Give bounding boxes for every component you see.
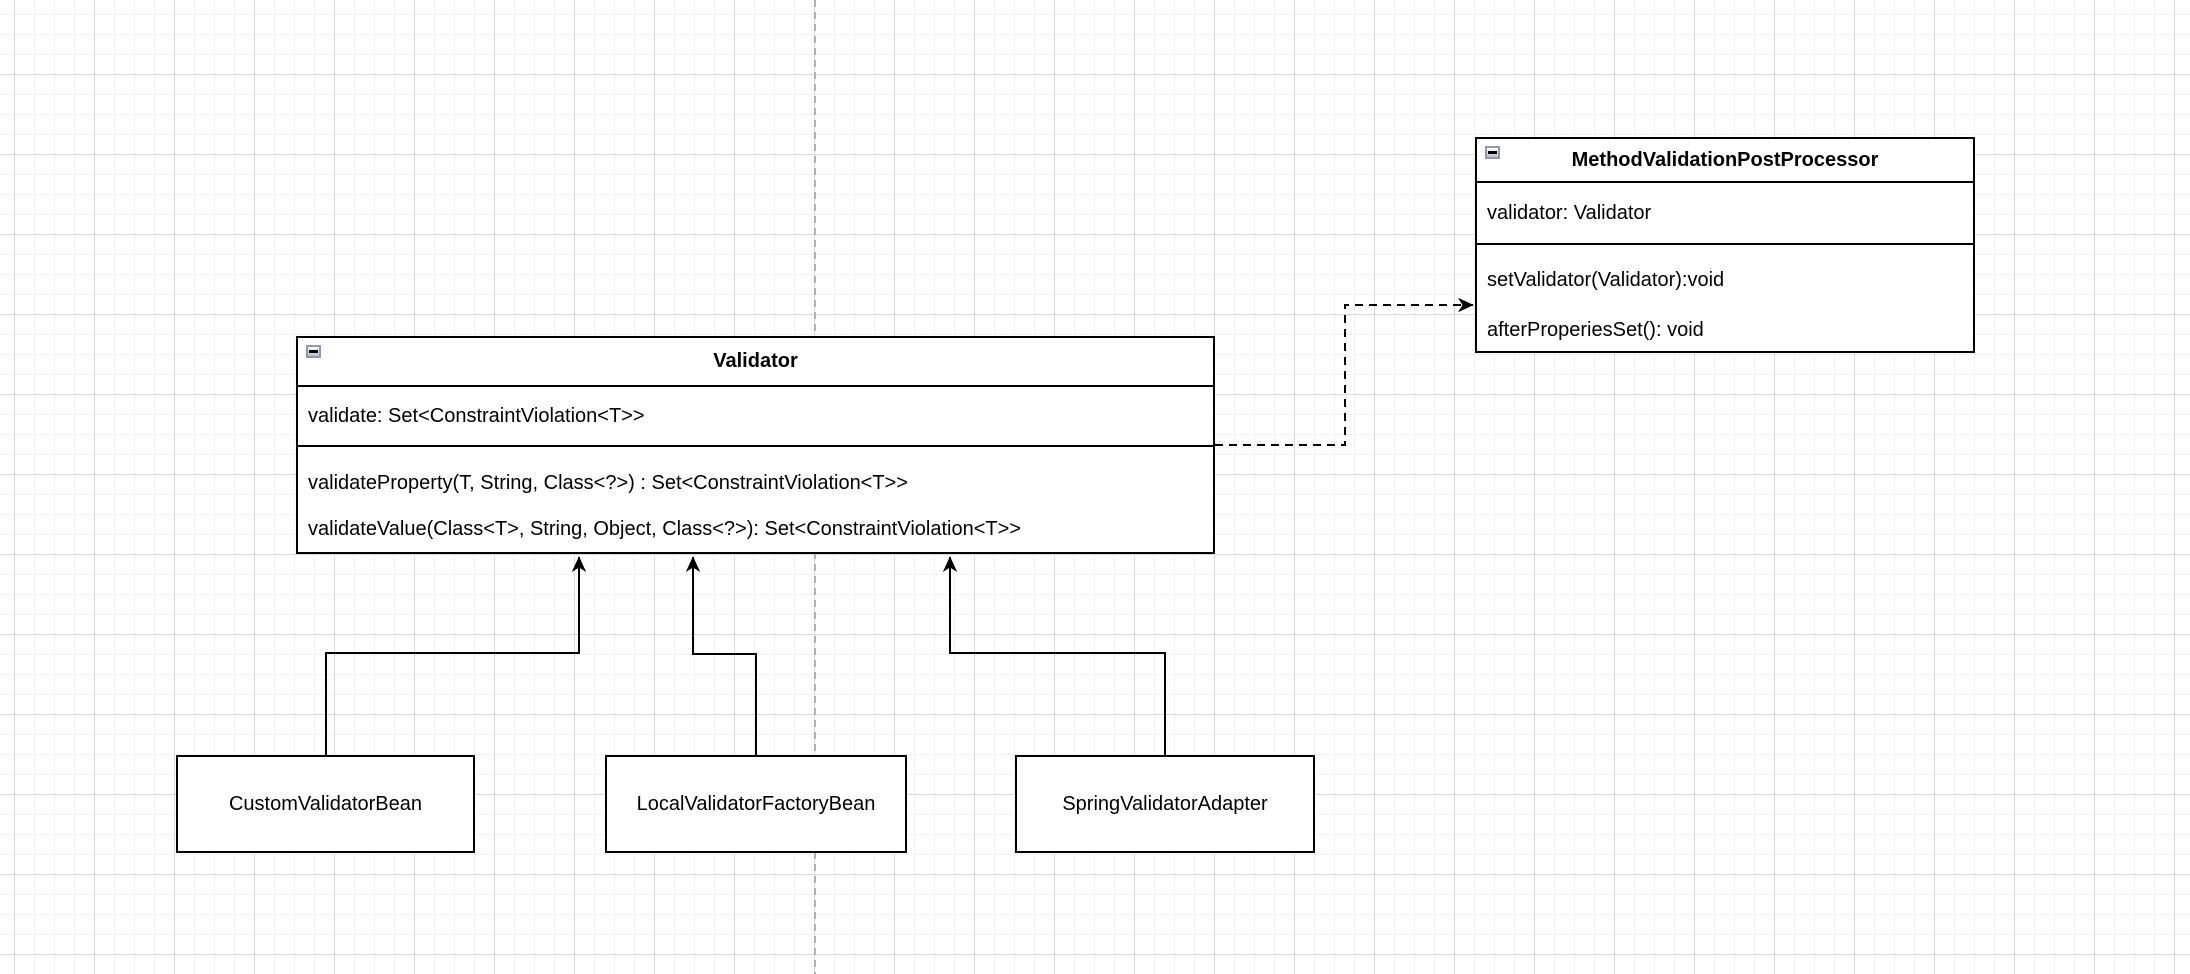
class-validator-title[interactable]: Validator xyxy=(298,338,1213,387)
class-springvalidatoradapter[interactable]: SpringValidatorAdapter xyxy=(1015,755,1315,853)
edge-validator-to-postprocessor[interactable] xyxy=(1215,297,1474,446)
methods-section: validateProperty(T, String, Class<?>) : … xyxy=(298,445,1213,552)
class-methodvalidationpostprocessor[interactable]: MethodValidationPostProcessor validator:… xyxy=(1475,137,1975,353)
attributes-section: validate: Set<ConstraintViolation<T>> xyxy=(298,387,1213,445)
edge-customvalidatorbean-to-validator[interactable] xyxy=(325,556,587,755)
class-title-text: LocalValidatorFactoryBean xyxy=(636,792,876,815)
class-title-text: MethodValidationPostProcessor xyxy=(1571,148,1879,171)
attribute-row[interactable]: validator: Validator xyxy=(1487,201,1652,224)
class-validator[interactable]: Validator validate: Set<ConstraintViolat… xyxy=(296,336,1215,554)
class-title-text: SpringValidatorAdapter xyxy=(1062,792,1268,815)
class-methodvalidationpostprocessor-title[interactable]: MethodValidationPostProcessor xyxy=(1477,139,1973,183)
attribute-row[interactable]: validate: Set<ConstraintViolation<T>> xyxy=(308,404,645,427)
class-title-text: Validator xyxy=(713,350,798,372)
class-localvalidatorfactorybean[interactable]: LocalValidatorFactoryBean xyxy=(605,755,907,853)
collapse-icon[interactable] xyxy=(306,345,321,358)
collapse-icon[interactable] xyxy=(1485,146,1500,159)
attributes-section: validator: Validator xyxy=(1477,183,1973,243)
method-row[interactable]: afterProperiesSet(): void xyxy=(1487,318,1704,341)
method-row[interactable]: validateValue(Class<T>, String, Object, … xyxy=(308,517,1021,540)
edge-springvalidatoradapter-to-validator[interactable] xyxy=(942,556,1166,755)
method-row[interactable]: validateProperty(T, String, Class<?>) : … xyxy=(308,471,908,494)
class-customvalidatorbean[interactable]: CustomValidatorBean xyxy=(176,755,475,853)
class-title-text: CustomValidatorBean xyxy=(228,792,423,815)
minus-icon xyxy=(309,350,318,353)
minus-icon xyxy=(1488,151,1497,154)
methods-section: setValidator(Validator):void afterProper… xyxy=(1477,243,1973,349)
method-row[interactable]: setValidator(Validator):void xyxy=(1487,268,1725,291)
edge-localvalidatorfactorybean-to-validator[interactable] xyxy=(685,556,757,755)
